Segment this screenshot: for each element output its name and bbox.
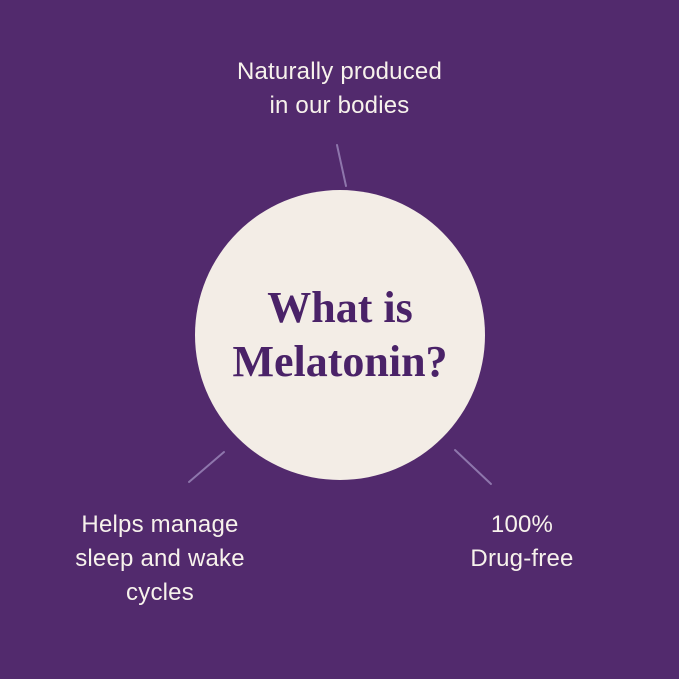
label-naturally-produced: Naturally produced in our bodies	[236, 58, 443, 119]
connector-bottom-right-line	[454, 449, 492, 485]
center-circle: What is Melatonin?	[195, 190, 485, 480]
label-helps-manage-sleep: Helps manage sleep and wake cycles	[75, 511, 245, 606]
connector-top-line	[336, 144, 347, 187]
label-drug-free: 100% Drug-free	[470, 511, 574, 572]
infographic-title: What is Melatonin?	[232, 283, 448, 386]
connector-bottom-left-line	[188, 451, 225, 483]
